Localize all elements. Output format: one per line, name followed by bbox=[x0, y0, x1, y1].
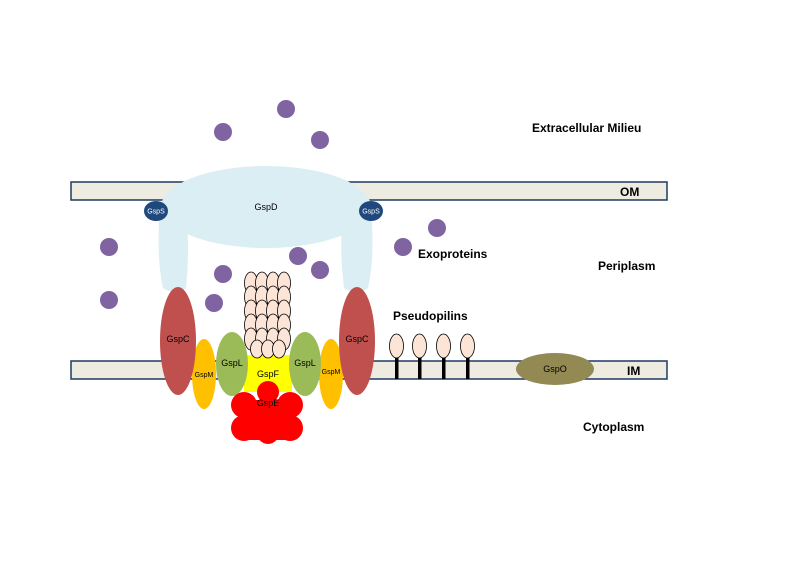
gspe-subunit bbox=[257, 381, 279, 403]
label-im: IM bbox=[627, 364, 640, 378]
gspd-label: GspD bbox=[254, 202, 278, 212]
gspo-label: GspO bbox=[543, 364, 567, 374]
exoprotein-dots bbox=[100, 100, 446, 312]
gspc-right bbox=[339, 287, 375, 395]
gspl-right-label: GspL bbox=[294, 358, 316, 368]
exoprotein-dot bbox=[205, 294, 223, 312]
pilin-subunit bbox=[272, 339, 286, 359]
gspe-hexamer bbox=[231, 381, 303, 444]
gspf bbox=[244, 355, 292, 392]
exoprotein-dot bbox=[277, 100, 295, 118]
pseudopilus bbox=[244, 271, 291, 359]
label-om: OM bbox=[620, 185, 639, 199]
gspd-left-leg bbox=[158, 205, 188, 292]
pseudopilins-membrane bbox=[389, 333, 475, 379]
gspm-right bbox=[319, 339, 343, 409]
gspc-left bbox=[160, 287, 196, 395]
gsps-left bbox=[144, 201, 168, 221]
gsps-left-label: GspS bbox=[147, 209, 165, 216]
outer-membrane bbox=[70, 181, 668, 201]
gspc-left-label: GspC bbox=[166, 334, 190, 344]
exoprotein-dot bbox=[214, 265, 232, 283]
gspo bbox=[516, 353, 594, 385]
gspl-left-label: GspL bbox=[221, 358, 243, 368]
pseudopilin bbox=[460, 333, 475, 379]
gspd-right-leg bbox=[341, 205, 373, 292]
gspm-left-label: GspM bbox=[195, 372, 214, 379]
gspl-left bbox=[216, 332, 248, 396]
gsps-right-label: GspS bbox=[362, 209, 380, 216]
gspe-label: GspE bbox=[257, 398, 280, 408]
exoprotein-dot bbox=[214, 123, 232, 141]
gsps-right bbox=[359, 201, 383, 221]
label-pseudopilins: Pseudopilins bbox=[393, 309, 468, 323]
exoprotein-dot bbox=[311, 261, 329, 279]
exoprotein-dot bbox=[311, 131, 329, 149]
pseudopilin bbox=[436, 333, 451, 379]
gspl-right bbox=[289, 332, 321, 396]
gspd-cap bbox=[161, 166, 371, 248]
gspe-core bbox=[248, 400, 288, 440]
pseudopilin bbox=[412, 333, 427, 379]
exoprotein-dot bbox=[289, 247, 307, 265]
gspc-right-label: GspC bbox=[345, 334, 369, 344]
exoprotein-dot bbox=[100, 238, 118, 256]
label-cytoplasm: Cytoplasm bbox=[583, 420, 644, 434]
label-extracellular: Extracellular Milieu bbox=[532, 121, 641, 135]
gspf-label: GspF bbox=[257, 369, 280, 379]
gspm-right-label: GspM bbox=[322, 369, 341, 376]
exoprotein-dot bbox=[394, 238, 412, 256]
pseudopilin bbox=[389, 333, 404, 379]
gspm-left bbox=[192, 339, 216, 409]
exoprotein-dot bbox=[428, 219, 446, 237]
exoprotein-dot bbox=[100, 291, 118, 309]
label-periplasm: Periplasm bbox=[598, 259, 655, 273]
label-exoproteins: Exoproteins bbox=[418, 247, 488, 261]
